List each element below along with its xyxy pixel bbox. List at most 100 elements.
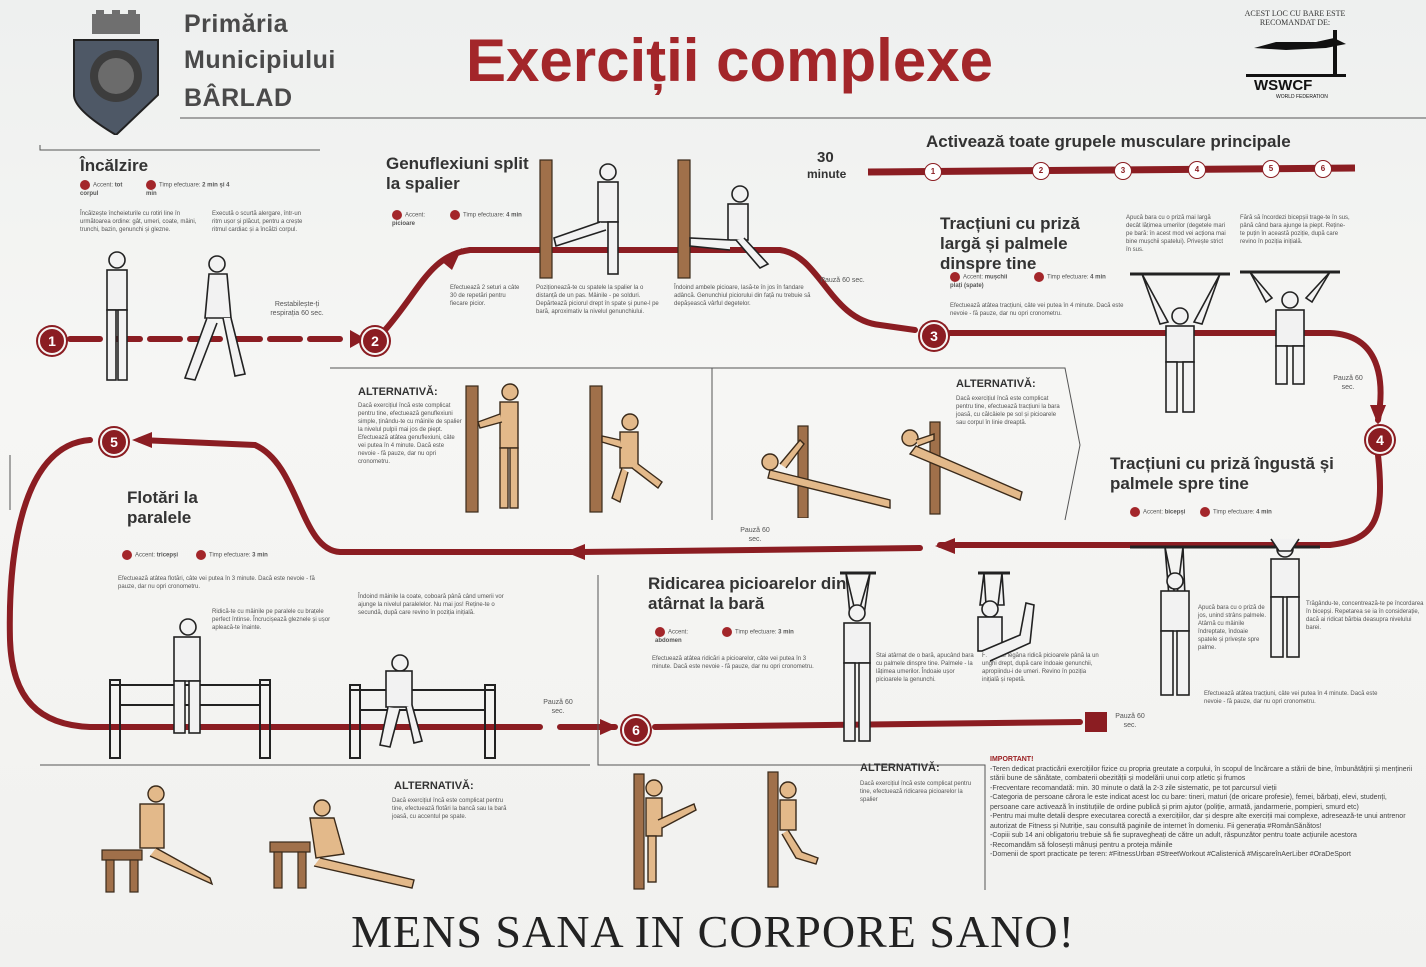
lunge-alternative-label: ALTERNATIVĂ: xyxy=(358,386,438,398)
lunge-accent: Accent: picioare xyxy=(392,210,442,228)
summary-step-6: 6 xyxy=(1314,160,1332,178)
dips-accent: Accent: tricepși xyxy=(122,550,182,560)
narrow-pullups-accent-value: bicepși xyxy=(1164,509,1186,516)
leg-raise-time: Timp efectuare: 3 min xyxy=(722,627,812,637)
wide-pullups-time-value: 4 min xyxy=(1090,274,1106,281)
leg-raise-accent-label: Accent: xyxy=(668,629,689,636)
dips-illustration xyxy=(109,618,496,759)
narrow-pullups-time-value: 4 min xyxy=(1256,509,1272,516)
leg-raise-text-2: Stai atârnat de o bară, apucând bara cu … xyxy=(876,653,974,683)
warmup-accent: Accent: tot corpul xyxy=(80,180,140,198)
leg-raise-accent-value: abdomen xyxy=(655,638,682,644)
accent-icon xyxy=(655,627,665,637)
dips-pause: Pauză 60 sec. xyxy=(543,699,573,715)
warmup-title: Încălzire xyxy=(80,156,149,175)
lunge-time: Timp efectuare: 4 min xyxy=(450,210,530,220)
warmup-rest: Restabilește-ți respirația 60 sec. xyxy=(270,301,324,317)
warmup-time-value: 2 min și 4 min xyxy=(146,182,230,197)
city-hall-line-1: Primăria xyxy=(184,10,289,38)
timer-icon xyxy=(146,180,156,190)
step-5-node: 5 xyxy=(100,428,128,456)
wswcf-logo: WSWCF WORLD FEDERATION xyxy=(1246,30,1346,100)
timer-icon xyxy=(1034,272,1044,282)
important-title: IMPORTANT! xyxy=(990,756,1034,763)
timer-icon xyxy=(1200,507,1210,517)
recommended-by-text: ACEST LOC CU BARE ESTE RECOMANDAT DE: xyxy=(1244,9,1346,27)
important-line: -Frecventare recomandată: min. 30 minute… xyxy=(990,784,1277,792)
lunge-illustration xyxy=(539,159,770,279)
lunge-time-label: Timp efectuare: xyxy=(463,212,505,219)
dips-time-value: 3 min xyxy=(252,552,268,559)
warmup-accent-value: tot corpul xyxy=(80,182,123,197)
dips-accent-label: Accent: xyxy=(135,552,156,559)
lunge-accent-label: Accent: xyxy=(405,212,426,219)
lunge-title: Genuflexiuni split la spalier xyxy=(386,154,529,193)
dips-text-1: Efectuează atâtea flotări, câte vei pute… xyxy=(118,576,315,590)
leg-raise-alternative-label: ALTERNATIVĂ: xyxy=(860,762,940,774)
narrow-pullups-time-label: Timp efectuare: xyxy=(1213,509,1255,516)
timer-icon xyxy=(722,627,732,637)
wide-pullups-accent-label: Accent: xyxy=(963,274,984,281)
narrow-pullups-accent-label: Accent: xyxy=(1143,509,1164,516)
warmup-text-1: Încălzește încheieturile cu rotiri line … xyxy=(80,211,197,233)
motto: MENS SANA IN CORPORE SANO! xyxy=(351,906,1075,957)
leg-raise-title: Ridicarea picioarelor din atârnat la bar… xyxy=(648,574,847,613)
wide-pullups-accent-value: mușchii plați (spate) xyxy=(950,274,1008,289)
accent-icon xyxy=(950,272,960,282)
barlad-coat-of-arms xyxy=(73,10,159,135)
leg-raise-text-3: Fără a te legăna ridică picioarele până … xyxy=(982,653,1099,683)
important-line: -Teren dedicat practicării exercițiilor … xyxy=(990,765,1413,783)
wide-pullups-pause: Pauză 60 sec. xyxy=(1333,375,1363,391)
lunge-alternative-illustration xyxy=(465,383,663,513)
wide-pullups-text-3: Efectuează atâtea tracțiuni, câte vei pu… xyxy=(950,303,1124,317)
summary-step-1: 1 xyxy=(924,163,942,181)
dips-alternative-label: ALTERNATIVĂ: xyxy=(394,780,474,792)
lunge-time-value: 4 min xyxy=(506,212,522,219)
wide-pullups-time-label: Timp efectuare: xyxy=(1047,274,1089,281)
summary-headline: Activează toate grupele musculare princi… xyxy=(926,132,1291,151)
lunge-alternative-text: Dacă exercițiul încă este complicat pent… xyxy=(358,403,462,465)
important-line: -Copiii sub 14 ani obligatoriu trebuie s… xyxy=(990,832,1357,839)
leg-raise-illustration xyxy=(840,571,1035,742)
important-notes: IMPORTANT! -Teren dedicat practicării ex… xyxy=(990,755,1415,860)
wide-pullups-time: Timp efectuare: 4 min xyxy=(1034,272,1114,282)
lunge-text-1: Efectuează 2 seturi a câte 30 de repetăr… xyxy=(450,285,520,307)
accent-icon xyxy=(80,180,90,190)
dips-title: Flotări la paralele xyxy=(127,488,198,527)
leg-raise-pause: Pauză 60 sec. xyxy=(1115,713,1145,729)
lunge-text-2: Poziționează-te cu spatele la spalier la… xyxy=(536,285,659,315)
accent-icon xyxy=(392,210,402,220)
narrow-pullups-text-1: Apucă bara cu o priză de jos, unind strâ… xyxy=(1198,605,1267,651)
step-1-node: 1 xyxy=(38,327,66,355)
dips-text-2: Ridică-te cu mâinile pe paralele cu braț… xyxy=(212,609,331,631)
poster-title: Exerciții complexe xyxy=(466,27,993,94)
pullup-alternative-label: ALTERNATIVĂ: xyxy=(956,378,1036,390)
leg-raise-accent: Accent: abdomen xyxy=(655,627,715,645)
lunge-text-3: Îndoind ambele picioare, lasă-te în jos … xyxy=(674,285,811,307)
leg-raise-alternative-illustration xyxy=(633,771,819,890)
city-hall-line-3: BÂRLAD xyxy=(184,84,293,112)
warmup-accent-label: Accent: xyxy=(93,182,114,189)
leg-raise-alternative-text: Dacă exercițiul încă este complicat pent… xyxy=(860,781,972,803)
lunge-accent-value: picioare xyxy=(392,221,416,227)
step-3-node: 3 xyxy=(920,322,948,350)
dips-accent-value: tricepși xyxy=(156,552,179,559)
important-line: -Categoria de persoane cărora le este in… xyxy=(990,794,1387,811)
important-line: -Domenii de sport practicate pe teren: #… xyxy=(990,851,1351,858)
dips-alternative-illustration xyxy=(101,785,415,893)
dips-time-label: Timp efectuare: xyxy=(209,552,251,559)
dips-text-3: Îndoind mâinile la coate, coboară până c… xyxy=(358,594,504,616)
pullup-alternative-text: Dacă exercițiul încă este complicat pent… xyxy=(956,396,1060,426)
timer-icon xyxy=(450,210,460,220)
warmup-figures-illustration xyxy=(106,251,246,381)
accent-icon xyxy=(1130,507,1140,517)
narrow-pullups-pause: Pauză 60 sec. xyxy=(740,527,770,543)
wswcf-logo-text: WSWCF xyxy=(1254,77,1312,94)
wide-pullups-text-2: Fără să încordezi bicepșii trage-te în s… xyxy=(1240,215,1350,245)
total-minutes: 30 xyxy=(817,149,834,166)
warmup-text-2: Execută o scurtă alergare, într-un ritm … xyxy=(212,211,303,233)
wswcf-logo-subtext: WORLD FEDERATION xyxy=(1276,94,1328,100)
important-line: -Recomandăm să folosești mânuși pentru a… xyxy=(990,841,1173,849)
pullup-alternative-illustration xyxy=(761,421,1023,518)
